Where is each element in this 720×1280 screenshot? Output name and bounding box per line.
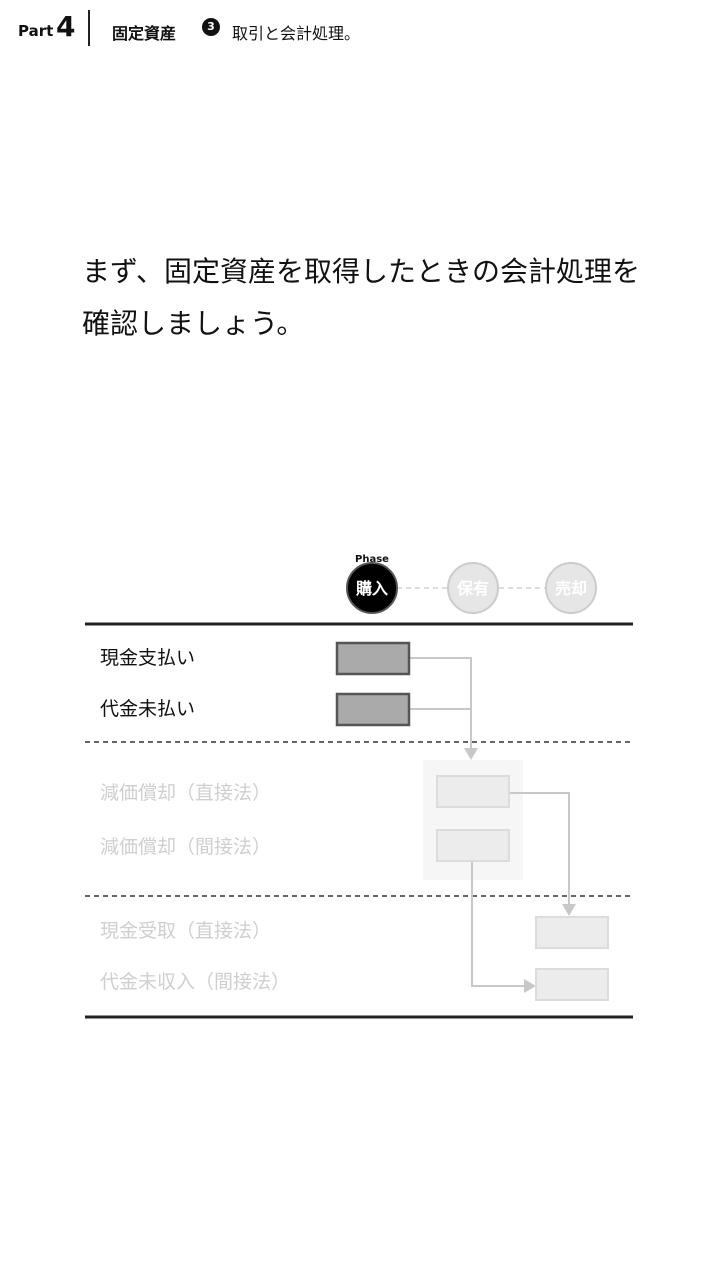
phase-diagram: Phase 購入 保有 売却 現金支払い 代金未払い 減価償却（直接法） 減価償… — [85, 554, 633, 1019]
entry-box-cash-receipt — [535, 916, 609, 949]
phase-circle-purchase — [346, 562, 398, 614]
flow-arrow-head — [562, 904, 576, 916]
row-label-receivable: 代金未収入（間接法） — [100, 971, 290, 993]
row-label-depreciation-direct: 減価償却（直接法） — [100, 782, 271, 804]
phase-circle-holding — [447, 562, 499, 614]
row-label-cash-receipt: 現金受取（直接法） — [100, 920, 271, 942]
phase-label-sale: 売却 — [555, 579, 587, 598]
flow-arrow-head — [464, 748, 478, 760]
entry-box-unpaid — [335, 692, 411, 727]
phase-label-holding: 保有 — [456, 579, 489, 598]
page-header: Part 4 固定資産 3 取引と会計処理。 — [18, 10, 708, 46]
chapter-title: 固定資産 — [112, 24, 177, 43]
entry-box-cash-payment — [335, 641, 411, 676]
part-number: 4 — [56, 10, 76, 43]
row-label-depreciation-indirect: 減価償却（間接法） — [100, 836, 271, 858]
entry-box-receivable — [535, 968, 609, 1001]
lead-text: まず、固定資産を取得したときの会計処理を確認しましょう。 — [82, 255, 641, 340]
phase-label-purchase: 購入 — [355, 579, 388, 598]
row-label-unpaid: 代金未払い — [100, 698, 195, 720]
flow-arrow-head — [524, 979, 536, 993]
header-divider — [88, 10, 90, 46]
section-title: 取引と会計処理。 — [232, 24, 361, 43]
part-label: Part — [18, 22, 54, 40]
flow-arrow-line — [509, 792, 570, 904]
flow-arrow-line — [409, 657, 472, 750]
phase-circle-sale — [545, 562, 597, 614]
flow-arrow-line — [471, 860, 526, 987]
section-number-badge: 3 — [202, 18, 220, 36]
entry-box-depreciation-direct — [436, 775, 510, 808]
row-label-cash-payment: 現金支払い — [100, 647, 195, 669]
phase-label: Phase — [355, 554, 389, 565]
entry-box-depreciation-indirect — [436, 829, 510, 862]
